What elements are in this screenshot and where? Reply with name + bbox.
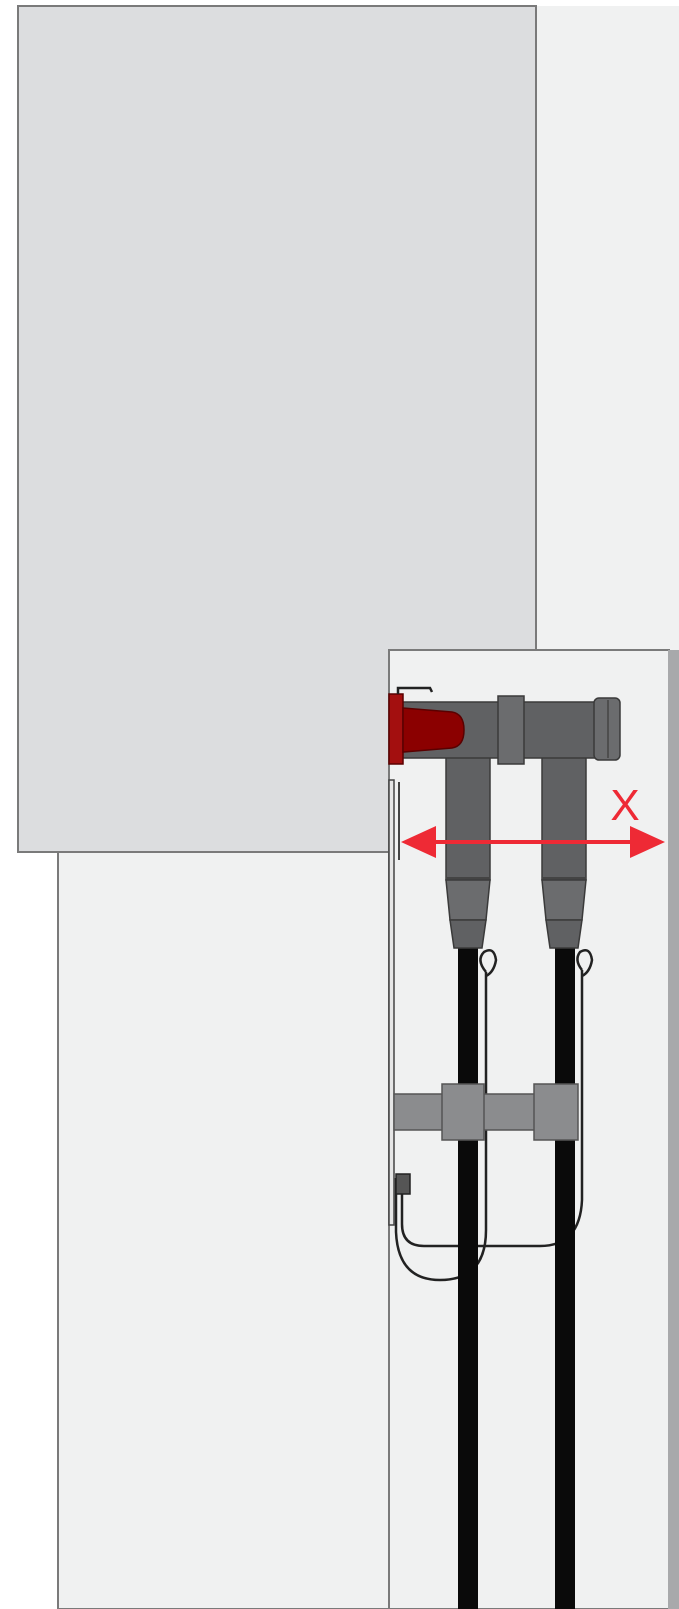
connector-flange	[388, 693, 404, 765]
termination-right-body	[541, 755, 587, 881]
termination-right-taper	[541, 879, 587, 921]
termination-left-body	[445, 755, 491, 881]
cable-right	[555, 942, 575, 1609]
connector-cone	[402, 707, 465, 753]
dimension-x: X	[401, 781, 665, 858]
cable-clamp	[393, 1083, 579, 1141]
red-connector	[388, 686, 465, 765]
earthing-terminal	[395, 1173, 411, 1195]
cable-left	[458, 942, 478, 1609]
dimension-arrowhead-right	[630, 826, 665, 858]
earthing-wires	[394, 949, 594, 1282]
light-wall-lower-left	[57, 851, 393, 1609]
mounting-plate	[388, 779, 395, 1226]
termination-left-taper	[445, 879, 491, 921]
light-panel-right	[536, 6, 679, 650]
bushing-end-cap	[593, 697, 621, 761]
termination-right	[541, 755, 587, 949]
bushing-collar	[497, 695, 525, 765]
right-edge-strip	[668, 650, 679, 1609]
termination-left-tip	[449, 919, 487, 949]
termination-right-tip	[545, 919, 583, 949]
termination-left	[445, 755, 491, 949]
clamp-block-left	[441, 1083, 485, 1141]
dimension-arrowhead-left	[401, 826, 436, 858]
dimension-label: X	[610, 781, 639, 830]
clamp-block-right	[533, 1083, 579, 1141]
connector-bracket	[396, 686, 434, 694]
